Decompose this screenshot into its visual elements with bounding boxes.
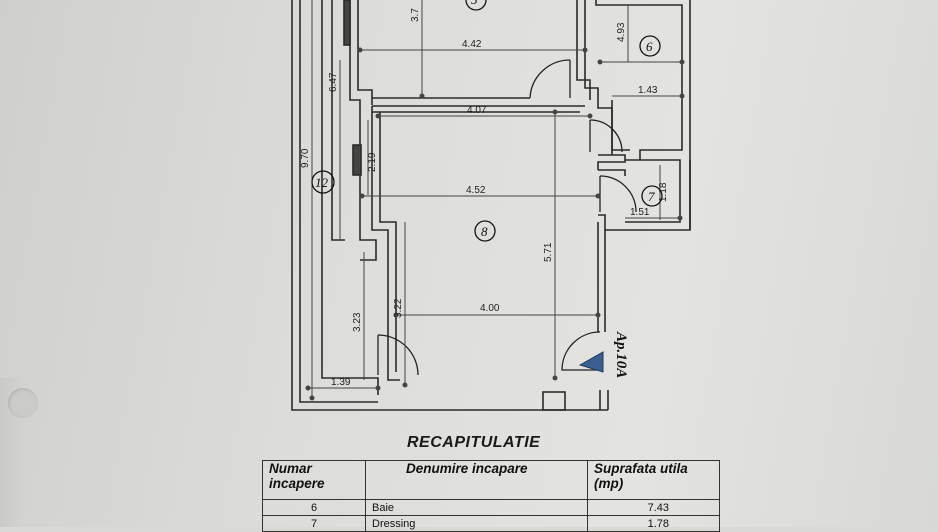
dim-4-52: 4.52	[466, 185, 486, 196]
recap-header-row: Numar incapere Denumire incapare Suprafa…	[262, 460, 720, 500]
recap-table: Numar incapere Denumire incapare Suprafa…	[262, 460, 720, 532]
header-room-name: Denumire incapare	[365, 460, 588, 500]
room-6-marker	[639, 35, 661, 57]
punch-hole	[8, 388, 38, 418]
dim-4-07: 4.07	[467, 105, 487, 116]
dim-1-39: 1.39	[331, 377, 351, 388]
apartment-label: Ap.10A	[613, 331, 629, 378]
dim-3-7: 3.7	[410, 8, 421, 22]
wall-lines	[291, 0, 691, 411]
entrance-arrow-icon	[578, 351, 604, 373]
room-8-marker	[474, 220, 496, 242]
row-name: Baie	[365, 499, 588, 516]
room-7-marker	[641, 185, 663, 207]
room-12-label: 12	[315, 175, 329, 190]
dim-1-51: 1.51	[630, 207, 650, 218]
room-8-label: 8	[481, 224, 488, 239]
header-room-number: Numar incapere	[262, 460, 366, 500]
dim-9-70: 9.70	[300, 148, 311, 168]
dim-5-71: 5.71	[543, 242, 554, 262]
table-row: 6 Baie 7.43	[262, 499, 720, 516]
recap-title: RECAPITULATIE	[407, 434, 541, 451]
row-number: 6	[262, 499, 366, 516]
row-name: Dressing	[365, 515, 588, 532]
room-12-marker	[311, 170, 335, 194]
room-7-label: 7	[648, 189, 655, 204]
room-5-label: 5	[471, 0, 478, 7]
dim-1-43: 1.43	[638, 85, 658, 96]
room-5-marker	[465, 0, 487, 11]
table-row: 7 Dressing 1.78	[262, 515, 720, 532]
dim-4-42: 4.42	[462, 39, 482, 50]
header-area: Suprafata utila (mp)	[587, 460, 720, 500]
dim-4-93: 4.93	[616, 22, 627, 42]
row-area: 7.43	[587, 499, 720, 516]
room-6-label: 6	[646, 39, 653, 54]
dimension-lines	[305, 0, 685, 401]
dim-3-22: 3.22	[393, 298, 404, 318]
dim-3-23: 3.23	[352, 312, 363, 332]
dim-1-18: 1.18	[658, 182, 669, 202]
row-number: 7	[262, 515, 366, 532]
dim-4-00: 4.00	[480, 303, 500, 314]
dim-6-47: 6.47	[328, 72, 339, 92]
row-area: 1.78	[587, 515, 720, 532]
dim-2-19: 2.19	[367, 152, 378, 172]
door-arcs	[377, 59, 637, 376]
